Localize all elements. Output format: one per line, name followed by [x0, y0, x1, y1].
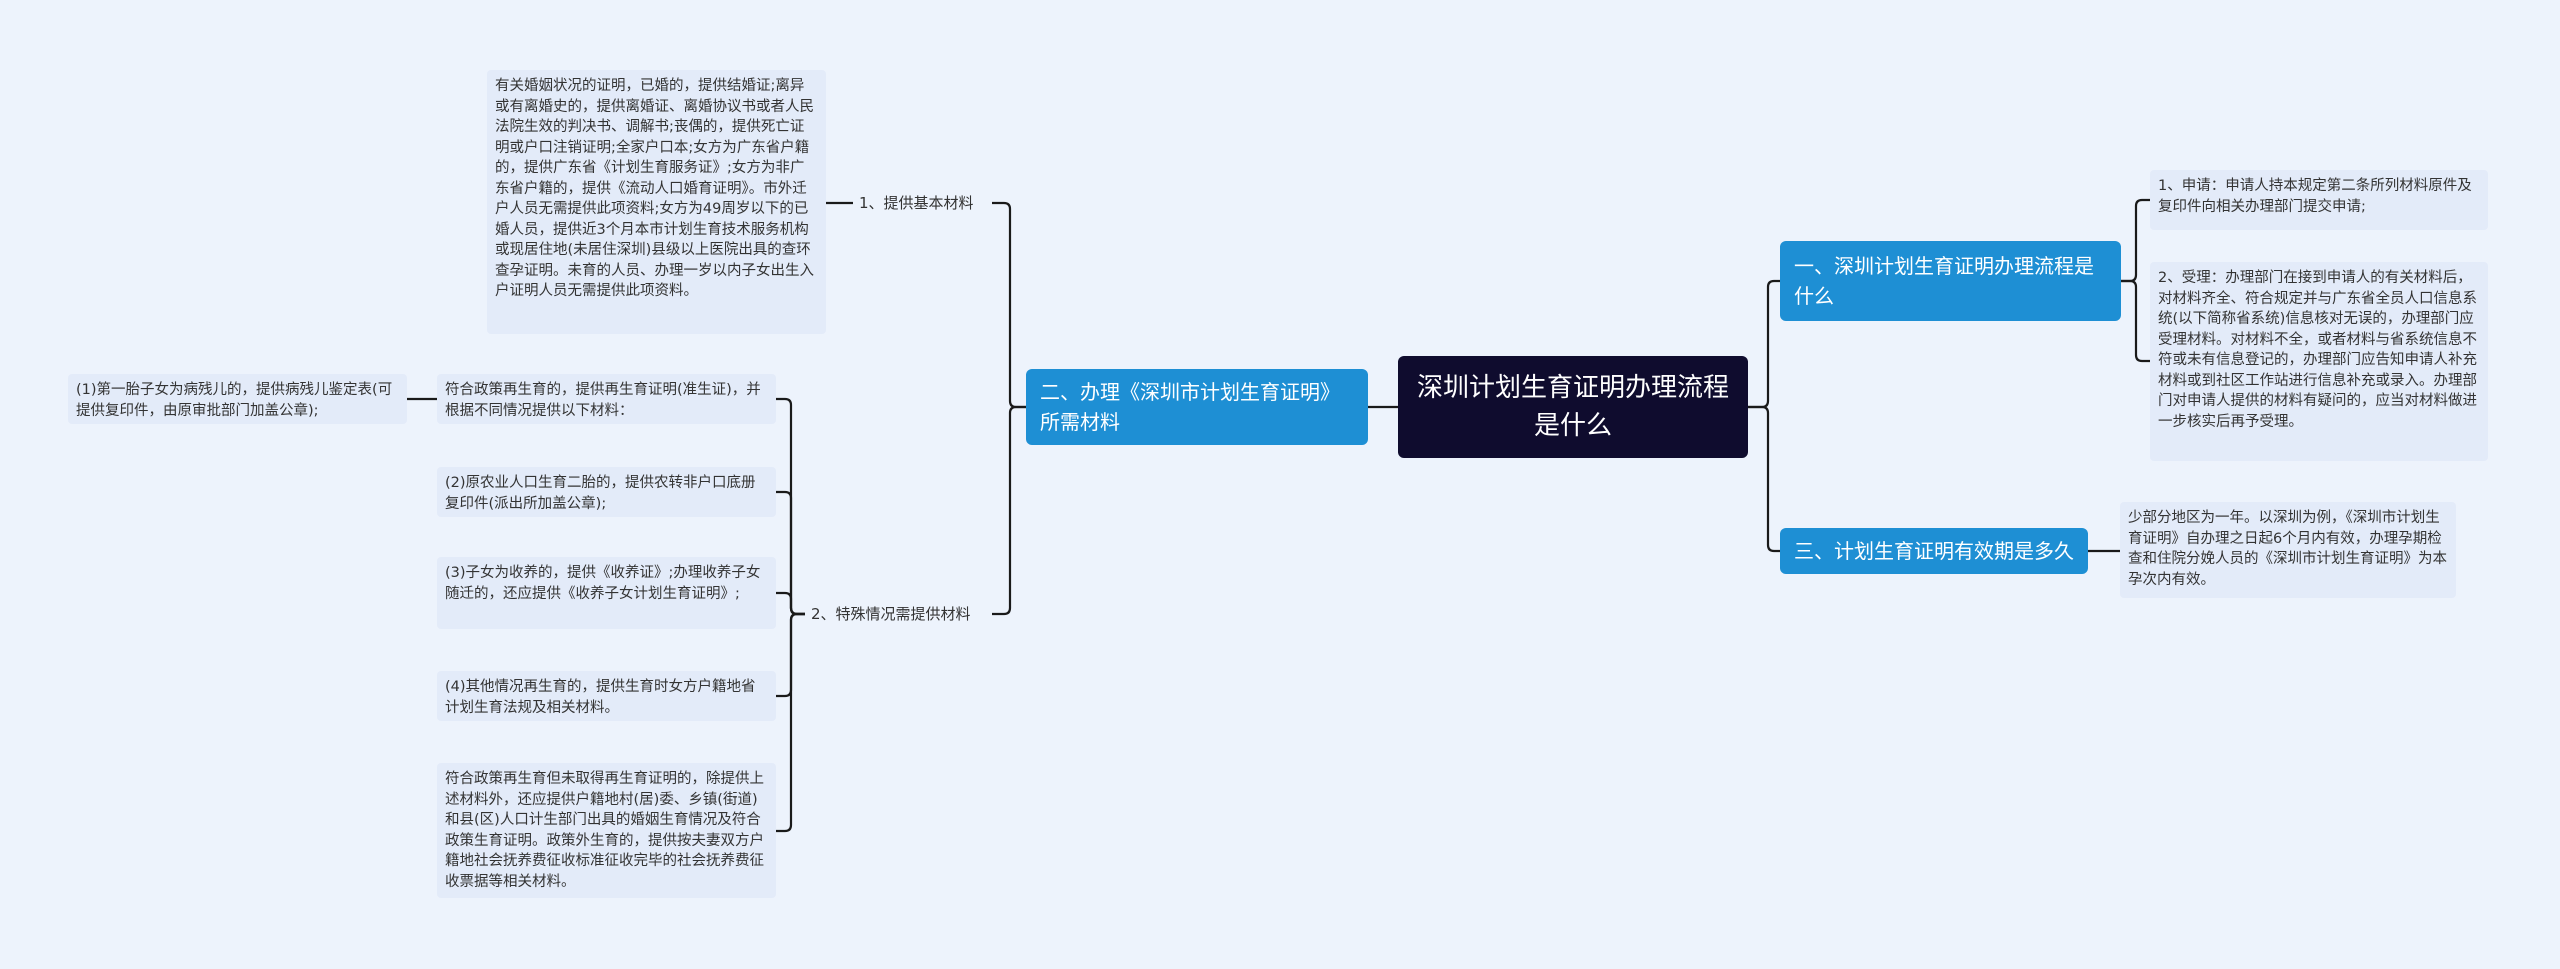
link-root-validity	[1748, 405, 1780, 553]
process-step-1-text: 1、申请：申请人持本规定第二条所列材料原件及复印件向相关办理部门提交申请;	[2158, 178, 2472, 215]
link-root-process	[1748, 279, 1780, 409]
special-item-4-text: (4)其他情况再生育的，提供生育时女方户籍地省计划生育法规及相关材料。	[445, 679, 756, 716]
link-process-step1	[2121, 198, 2150, 283]
branch-process-label: 一、深圳计划生育证明办理流程是什么	[1794, 254, 2094, 308]
special-item-1-first-child[interactable]: (1)第一胎子女为病残儿的，提供病残儿鉴定表(可提供复印件，由原审批部门加盖公章…	[68, 374, 407, 424]
validity-leaf-text: 少部分地区为一年。以深圳为例，《深圳市计划生育证明》自办理之日起6个月内有效，办…	[2128, 510, 2447, 588]
sub-special-materials[interactable]: 2、特殊情况需提供材料	[805, 601, 992, 627]
special-item-5-text: 符合政策再生育但未取得再生育证明的，除提供上述材料外，还应提供户籍地村(居)委、…	[445, 771, 764, 890]
special-item-2[interactable]: (2)原农业人口生育二胎的，提供农转非户口底册复印件(派出所加盖公章);	[437, 467, 776, 517]
special-item-0-text: 符合政策再生育的，提供再生育证明(准生证)，并根据不同情况提供以下材料：	[445, 382, 761, 419]
root-label: 深圳计划生育证明办理流程是什么	[1416, 373, 1729, 441]
branch-materials-label: 二、办理《深圳市计划生育证明》所需材料	[1040, 380, 1340, 434]
link-process-step2	[2121, 279, 2150, 363]
branch-materials[interactable]: 二、办理《深圳市计划生育证明》所需材料	[1026, 369, 1368, 445]
validity-leaf[interactable]: 少部分地区为一年。以深圳为例，《深圳市计划生育证明》自办理之日起6个月内有效，办…	[2120, 502, 2456, 598]
special-item-4[interactable]: (4)其他情况再生育的，提供生育时女方户籍地省计划生育法规及相关材料。	[437, 671, 776, 721]
branch-process[interactable]: 一、深圳计划生育证明办理流程是什么	[1780, 241, 2121, 321]
sub-basic-label: 1、提供基本材料	[859, 194, 974, 212]
process-step-1[interactable]: 1、申请：申请人持本规定第二条所列材料原件及复印件向相关办理部门提交申请;	[2150, 170, 2488, 230]
sub-basic-materials[interactable]: 1、提供基本材料	[853, 190, 992, 216]
sub-special-label: 2、特殊情况需提供材料	[811, 605, 971, 623]
special-item-0[interactable]: 符合政策再生育的，提供再生育证明(准生证)，并根据不同情况提供以下材料：	[437, 374, 776, 424]
special-item-1-text: (1)第一胎子女为病残儿的，提供病残儿鉴定表(可提供复印件，由原审批部门加盖公章…	[76, 382, 393, 419]
branch-validity-label: 三、计划生育证明有效期是多久	[1794, 539, 2074, 563]
link-special-item2	[776, 591, 805, 616]
special-item-3[interactable]: (3)子女为收养的，提供《收养证》;办理收养子女随迁的，还应提供《收养子女计划生…	[437, 557, 776, 629]
special-item-3-text: (3)子女为收养的，提供《收养证》;办理收养子女随迁的，还应提供《收养子女计划生…	[445, 565, 761, 602]
special-item-5[interactable]: 符合政策再生育但未取得再生育证明的，除提供上述材料外，还应提供户籍地村(居)委、…	[437, 763, 776, 898]
link-materials-special	[992, 405, 1026, 616]
process-step-2-text: 2、受理：办理部门在接到申请人的有关材料后，对材料齐全、符合规定并与广东省全员人…	[2158, 270, 2477, 430]
root-node[interactable]: 深圳计划生育证明办理流程是什么	[1398, 356, 1748, 458]
branch-validity[interactable]: 三、计划生育证明有效期是多久	[1780, 528, 2088, 574]
basic-materials-leaf[interactable]: 有关婚姻状况的证明，已婚的，提供结婚证;离异或有离婚史的，提供离婚证、离婚协议书…	[487, 70, 826, 334]
special-item-2-text: (2)原农业人口生育二胎的，提供农转非户口底册复印件(派出所加盖公章);	[445, 475, 756, 512]
process-step-2[interactable]: 2、受理：办理部门在接到申请人的有关材料后，对材料齐全、符合规定并与广东省全员人…	[2150, 262, 2488, 461]
link-materials-basic	[992, 201, 1026, 409]
link-special-item4	[776, 612, 805, 833]
basic-materials-text: 有关婚姻状况的证明，已婚的，提供结婚证;离异或有离婚史的，提供离婚证、离婚协议书…	[495, 78, 814, 299]
